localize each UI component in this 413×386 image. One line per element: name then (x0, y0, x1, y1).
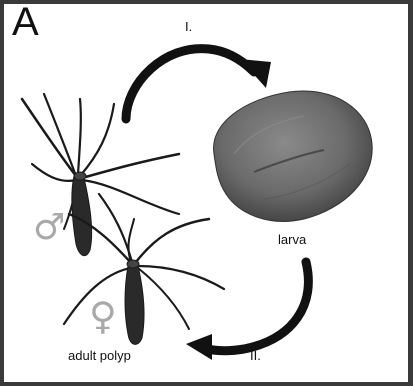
larva-label: larva (278, 232, 306, 247)
male-symbol-icon: ♂ (33, 210, 65, 246)
adult-polyp-label: adult polyp (68, 348, 131, 363)
step-1-label: I. (185, 19, 192, 34)
figure-panel: A I. II. larva adult polyp ♂ ♀ (4, 4, 408, 382)
step-2-label: II. (250, 348, 261, 363)
arrow-step-2 (186, 262, 308, 360)
larva-illustration (214, 91, 373, 221)
female-symbol-icon: ♀ (89, 297, 117, 335)
panel-label: A (12, 4, 39, 42)
life-cycle-artwork (4, 4, 408, 382)
